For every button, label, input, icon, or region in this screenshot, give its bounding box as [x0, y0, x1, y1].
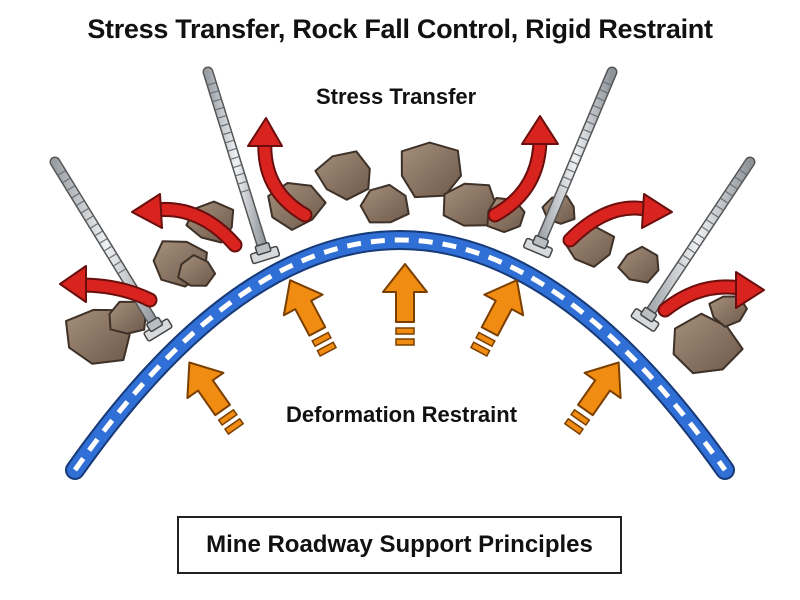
rock-bolt-icon: [202, 66, 281, 265]
stress-arrow-icon: [487, 115, 559, 223]
stress-arrow-icon: [131, 193, 243, 253]
rock-icon: [314, 150, 371, 201]
restraint-arrow-icon: [186, 361, 245, 436]
rock-bolt-icon: [523, 66, 618, 259]
rock-icon: [359, 183, 410, 224]
rock-bolt-icon: [630, 156, 756, 332]
restraint-arrow-icon: [469, 279, 525, 357]
rock-icon: [442, 182, 498, 227]
rock-icon: [672, 312, 744, 375]
stress-arrow-icon: [657, 271, 765, 318]
deformation-restraint-label: Deformation Restraint: [286, 402, 518, 427]
stress-arrow-icon: [59, 265, 158, 308]
stress-arrow-group: [59, 115, 765, 318]
rock-icon: [177, 254, 217, 287]
caption-text: Mine Roadway Support Principles: [206, 531, 593, 558]
restraint-arrow-icon: [282, 279, 338, 357]
stress-arrow-icon: [247, 117, 313, 223]
stress-transfer-label: Stress Transfer: [316, 84, 477, 109]
stress-arrow-icon: [562, 193, 673, 248]
caption-box: Mine Roadway Support Principles: [177, 516, 622, 574]
restraint-arrow-group: [186, 263, 622, 436]
rock-icon: [617, 245, 660, 284]
steel-arch-icon: [65, 230, 735, 480]
rock-icon: [400, 141, 462, 199]
diagram-title: Stress Transfer, Rock Fall Control, Rigi…: [87, 14, 713, 44]
restraint-arrow-icon: [563, 361, 622, 436]
restraint-arrow-icon: [382, 263, 428, 346]
